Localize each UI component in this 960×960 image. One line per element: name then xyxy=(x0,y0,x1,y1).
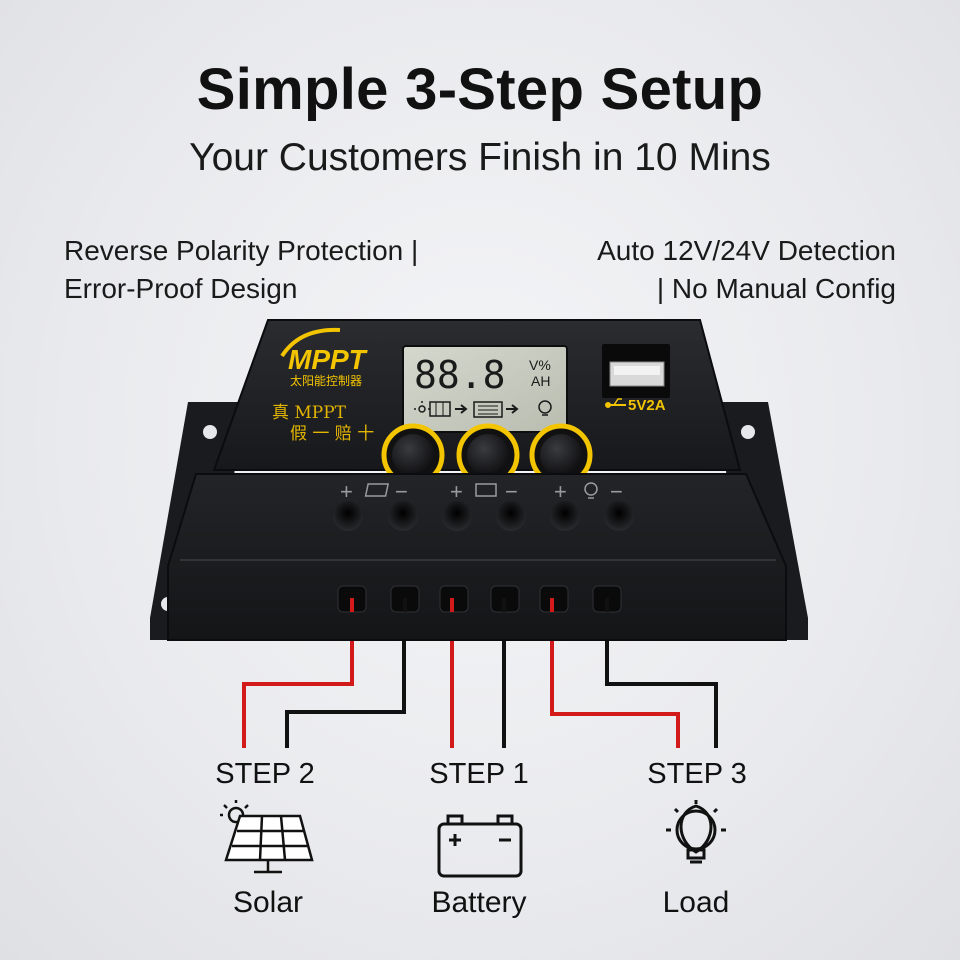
feature-reverse-polarity: Reverse Polarity Protection | Error-Proo… xyxy=(64,232,418,308)
battery-plus-label: + xyxy=(450,479,463,504)
step-name-load: Load xyxy=(662,886,730,919)
page-subtitle: Your Customers Finish in 10 Mins xyxy=(189,136,771,179)
lcd-unit-bottom: AH xyxy=(531,373,550,389)
load-positive-wire xyxy=(550,604,680,748)
feature-right-line1: Auto 12V/24V Detection xyxy=(597,235,896,266)
step-label-solar: STEP 2 xyxy=(215,758,315,790)
down-button[interactable] xyxy=(529,423,593,487)
usb-rating-label: 5V2A xyxy=(628,397,666,414)
slogan-line2: 假 一 赔 十 xyxy=(290,424,374,444)
lcd-battery-icon xyxy=(473,401,503,418)
step-label-battery: STEP 1 xyxy=(429,758,529,790)
page-title: Simple 3-Step Setup xyxy=(196,57,764,122)
solar-negative-wire xyxy=(285,604,406,748)
battery-minus-label: − xyxy=(505,479,518,504)
load-minus-label: − xyxy=(610,479,623,504)
lcd-digits: 88.8 xyxy=(414,353,506,397)
brand-subtitle: 太阳能控制器 xyxy=(290,373,362,388)
lcd-arrow-icon-2 xyxy=(506,404,519,414)
brand-logo: MPPT xyxy=(288,344,369,375)
terminal-solar-icon xyxy=(364,483,390,497)
feature-auto-detection: Auto 12V/24V Detection | No Manual Confi… xyxy=(597,232,896,308)
slogan-line1: 真 MPPT xyxy=(272,403,347,423)
solar-minus-label: − xyxy=(395,479,408,504)
light-bulb-icon xyxy=(666,800,726,864)
terminal-battery-icon xyxy=(475,483,497,497)
terminal-bulb-icon xyxy=(584,482,598,496)
terminal-screws xyxy=(333,501,634,531)
load-plus-label: + xyxy=(554,479,567,504)
feature-right-line2: | No Manual Config xyxy=(656,273,896,304)
lcd-arrow-icon xyxy=(455,404,468,414)
lcd-unit-top: V% xyxy=(529,357,551,373)
solar-plus-label: + xyxy=(340,479,353,504)
step-label-load: STEP 3 xyxy=(647,758,747,790)
step-name-solar: Solar xyxy=(232,886,304,919)
usb-symbol-icon xyxy=(605,398,626,408)
feature-left-line2: Error-Proof Design xyxy=(64,273,298,304)
mount-hole xyxy=(741,425,755,439)
step-name-battery: Battery xyxy=(431,886,527,919)
lcd-bulb-icon xyxy=(538,400,552,414)
solar-positive-wire xyxy=(242,604,354,748)
lcd-status-icons xyxy=(414,400,552,418)
load-negative-wire xyxy=(605,604,718,748)
feature-left-line1: Reverse Polarity Protection | xyxy=(64,235,419,266)
logo-swoosh xyxy=(280,327,341,358)
solar-panel-icon xyxy=(220,800,314,874)
battery-icon xyxy=(437,814,523,878)
mount-hole xyxy=(203,425,217,439)
terminal-cover xyxy=(167,473,787,641)
lcd-panel-icon xyxy=(429,401,451,417)
